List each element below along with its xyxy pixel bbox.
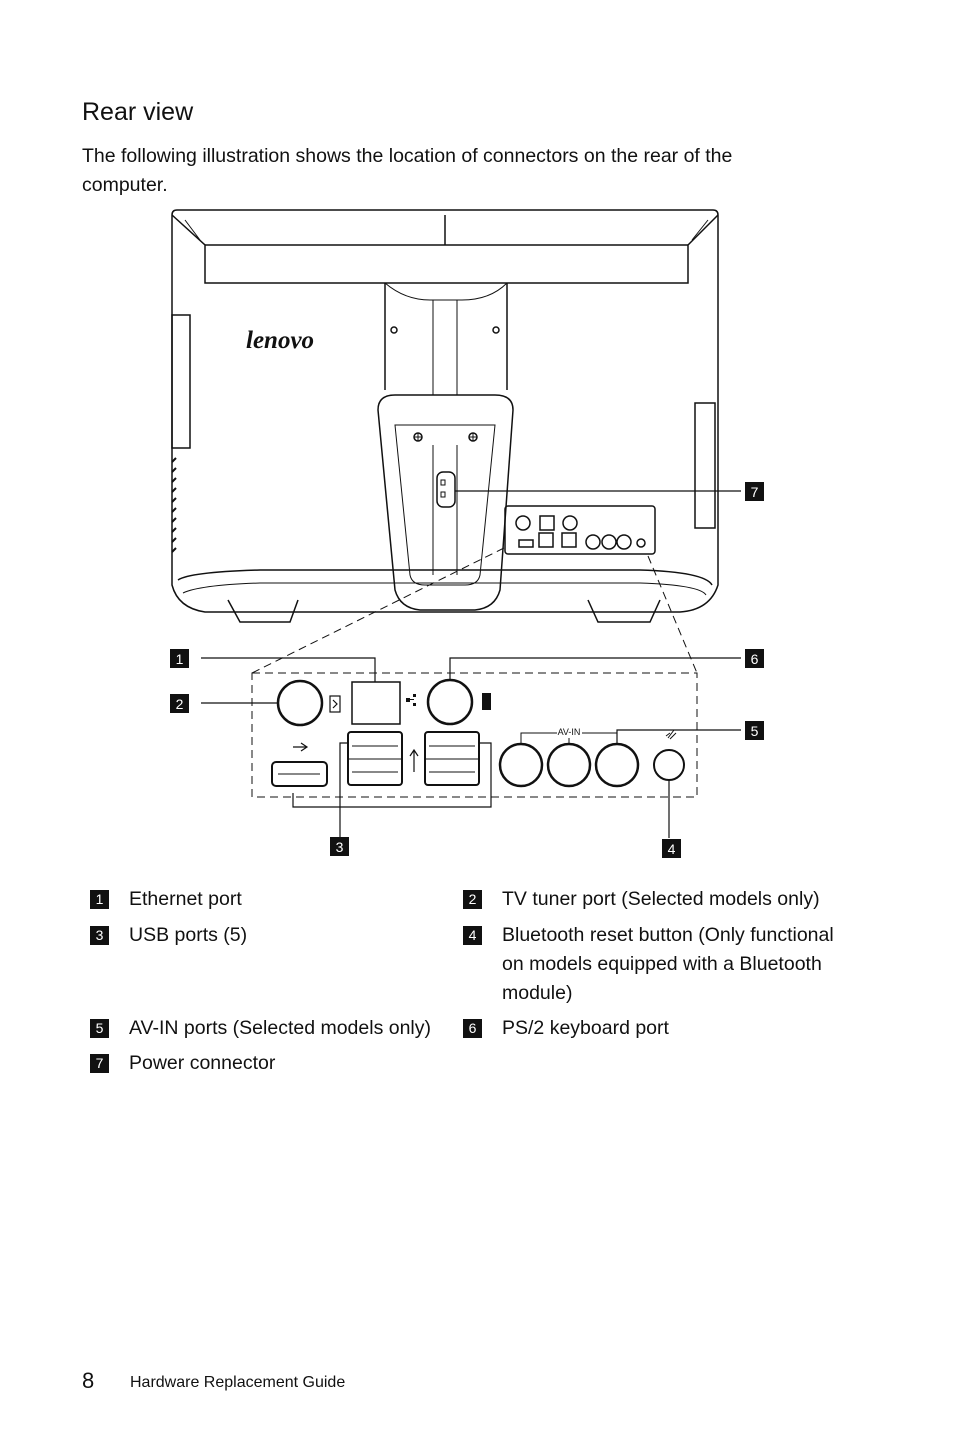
legend-row: 1 Ethernet port 2 TV tuner port (Selecte… xyxy=(90,885,870,914)
usb-port-single xyxy=(271,761,328,787)
monitor-body xyxy=(171,209,719,613)
legend-text: Bluetooth reset button (Only functional … xyxy=(502,924,834,1004)
av-in-port-3 xyxy=(594,742,640,788)
intro-paragraph: The following illustration shows the loc… xyxy=(82,145,733,196)
legend-row: 5 AV-IN ports (Selected models only) 6 P… xyxy=(90,1014,870,1043)
legend-text: AV-IN ports (Selected models only) xyxy=(129,1017,432,1039)
callout-4: 4 xyxy=(662,839,681,858)
ethernet-icon xyxy=(406,694,416,706)
tv-tuner-port-drawing xyxy=(276,679,324,727)
left-side-grip xyxy=(171,314,191,449)
keyboard-icon xyxy=(482,693,491,710)
legend-item-tv-tuner: 2 TV tuner port (Selected models only) xyxy=(463,885,836,914)
legend-row: 7 Power connector xyxy=(90,1049,870,1078)
legend-text: USB ports (5) xyxy=(129,924,248,946)
av-in-port-2 xyxy=(546,742,592,788)
right-side-grip xyxy=(694,402,716,529)
ethernet-port-drawing xyxy=(351,681,401,725)
legend-number: 6 xyxy=(463,1019,482,1038)
svg-text:5: 5 xyxy=(751,723,759,739)
legend-item-ethernet: 1 Ethernet port xyxy=(90,885,463,914)
stand-neck xyxy=(384,283,508,390)
svg-text:7: 7 xyxy=(751,484,759,500)
callout-5: 5 xyxy=(745,721,764,740)
legend-item-usb: 3 USB ports (5) xyxy=(90,921,463,1008)
legend-number: 1 xyxy=(90,890,109,909)
legend-text: Ethernet port xyxy=(129,888,242,910)
legend-item-bluetooth-reset: 4 Bluetooth reset button (Only functiona… xyxy=(463,921,836,1008)
bluetooth-reset-button-drawing xyxy=(653,749,685,781)
legend-item-power: 7 Power connector xyxy=(90,1049,463,1078)
svg-text:4: 4 xyxy=(668,841,676,857)
page-number: 8 xyxy=(82,1368,95,1393)
svg-text:6: 6 xyxy=(751,651,759,667)
callout-3: 3 xyxy=(330,837,349,856)
legend-row: 3 USB ports (5) 4 Bluetooth reset button… xyxy=(90,921,870,1008)
svg-text:2: 2 xyxy=(176,696,184,712)
page-heading: Rear view xyxy=(82,98,194,126)
ps2-keyboard-port-drawing xyxy=(426,678,474,726)
legend-item-ps2-keyboard: 6 PS/2 keyboard port xyxy=(463,1014,836,1043)
rear-view-illustration: lenovo AV-IN 1 2 3 4 5 6 xyxy=(160,205,780,870)
left-foot xyxy=(227,599,299,623)
callout-6: 6 xyxy=(745,649,764,668)
svg-text:3: 3 xyxy=(336,839,344,855)
bluetooth-icon xyxy=(665,729,677,740)
right-foot xyxy=(587,599,661,623)
legend-number: 5 xyxy=(90,1019,109,1038)
legend-number: 3 xyxy=(90,926,109,945)
legend-number: 2 xyxy=(463,890,482,909)
power-connector-drawing xyxy=(436,471,456,508)
footer-title: Hardware Replacement Guide xyxy=(130,1374,346,1391)
stand-arm xyxy=(377,394,514,611)
av-in-label: AV-IN xyxy=(558,727,581,737)
rear-io-panel xyxy=(504,505,656,555)
av-in-port-1 xyxy=(498,742,544,788)
callout-7: 7 xyxy=(745,482,764,501)
legend-text: PS/2 keyboard port xyxy=(502,1017,669,1039)
callout-2: 2 xyxy=(170,694,189,713)
legend-text: TV tuner port (Selected models only) xyxy=(502,888,820,910)
legend-item-av-in: 5 AV-IN ports (Selected models only) xyxy=(90,1014,463,1043)
tv-tuner-icon xyxy=(329,695,341,713)
svg-text:1: 1 xyxy=(176,651,184,667)
zoom-frame xyxy=(251,672,698,798)
legend-text: Power connector xyxy=(129,1052,276,1074)
connector-legend: 1 Ethernet port 2 TV tuner port (Selecte… xyxy=(90,885,870,1078)
legend-number: 7 xyxy=(90,1054,109,1073)
legend-number: 4 xyxy=(463,926,482,945)
usb-icon xyxy=(293,742,419,772)
lenovo-logo: lenovo xyxy=(246,327,314,354)
callout-1: 1 xyxy=(170,649,189,668)
rear-view-drawing: lenovo AV-IN 1 2 3 4 5 6 xyxy=(170,209,764,858)
